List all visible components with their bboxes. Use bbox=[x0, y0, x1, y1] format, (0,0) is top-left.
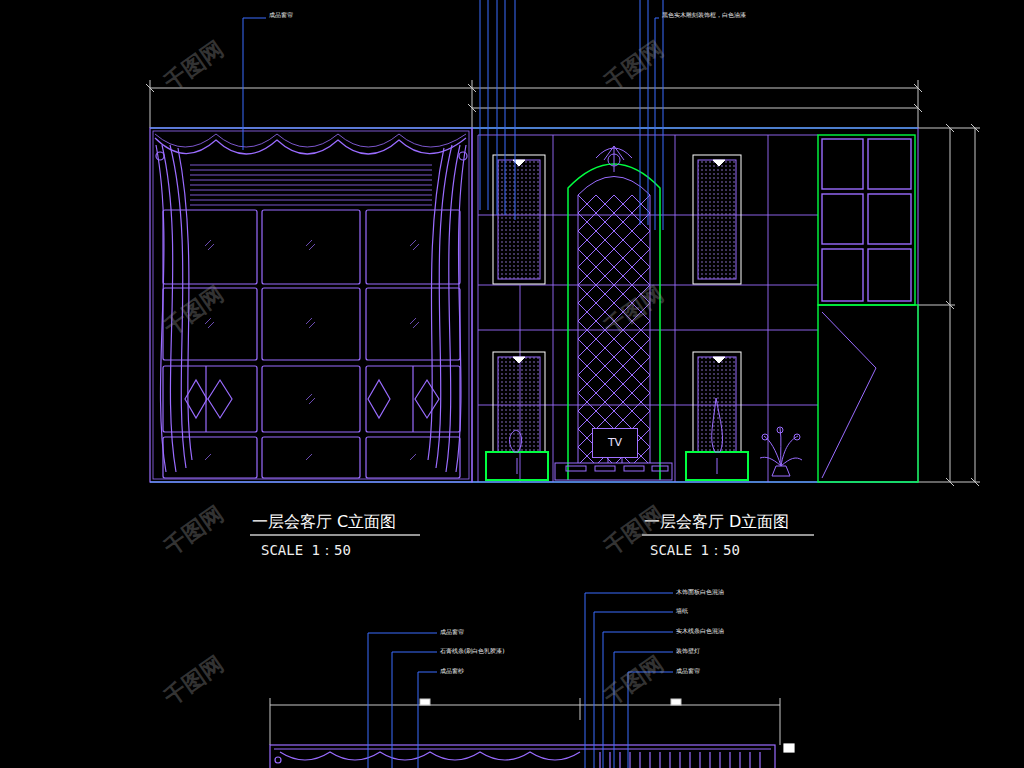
watermark: 千图网 bbox=[160, 502, 228, 560]
tv-label: TV bbox=[608, 437, 622, 449]
annotation-text: 成品窗帘 bbox=[440, 629, 464, 636]
title-underline bbox=[250, 534, 814, 536]
dimension-line bbox=[146, 80, 980, 486]
watermark: 千图网 bbox=[160, 37, 228, 95]
watermark: 千图网 bbox=[600, 37, 668, 95]
ceiling-floor-line bbox=[150, 128, 918, 482]
annotation-text: 实木线条白色混油 bbox=[676, 628, 724, 635]
annotation-text: 石膏线条(刷白色乳胶漆) bbox=[440, 648, 505, 655]
glass-hatch bbox=[205, 240, 419, 460]
scale-note: SCALE 1：50 bbox=[261, 543, 351, 558]
plant bbox=[760, 427, 802, 476]
d-elevation bbox=[472, 128, 918, 482]
leader-line bbox=[243, 0, 663, 230]
curtain bbox=[155, 134, 467, 472]
c-elevation bbox=[150, 128, 472, 482]
annotation-text: 木饰面板白色混油 bbox=[676, 589, 724, 596]
annotation-text: 墙纸 bbox=[676, 608, 688, 615]
vase bbox=[510, 398, 723, 474]
annotation-text: 成品窗纱 bbox=[440, 668, 464, 675]
annotation-text: 成品窗帘 bbox=[269, 12, 293, 19]
window-panel bbox=[163, 210, 460, 478]
watermark: 千图网 bbox=[600, 652, 668, 710]
door-swing bbox=[822, 312, 876, 478]
annotation-text: 成品窗帘 bbox=[676, 668, 700, 675]
section-elevation bbox=[270, 744, 794, 768]
annotation-text: 装饰壁灯 bbox=[676, 648, 700, 655]
leader-line bbox=[368, 593, 673, 768]
watermark: 千图网 bbox=[160, 282, 228, 340]
dimension-line bbox=[270, 698, 780, 745]
blind bbox=[190, 165, 432, 205]
tv-box: TV bbox=[592, 428, 638, 458]
view-title: 一层会客厅 C立面图 bbox=[252, 513, 396, 531]
tv-cabinet bbox=[555, 458, 672, 480]
annotation-text: 黑色实木雕刻装饰框，白色油漆 bbox=[662, 12, 746, 19]
scale-note: SCALE 1：50 bbox=[650, 543, 740, 558]
watermark: 千图网 bbox=[160, 652, 228, 710]
bookshelf bbox=[818, 135, 918, 482]
